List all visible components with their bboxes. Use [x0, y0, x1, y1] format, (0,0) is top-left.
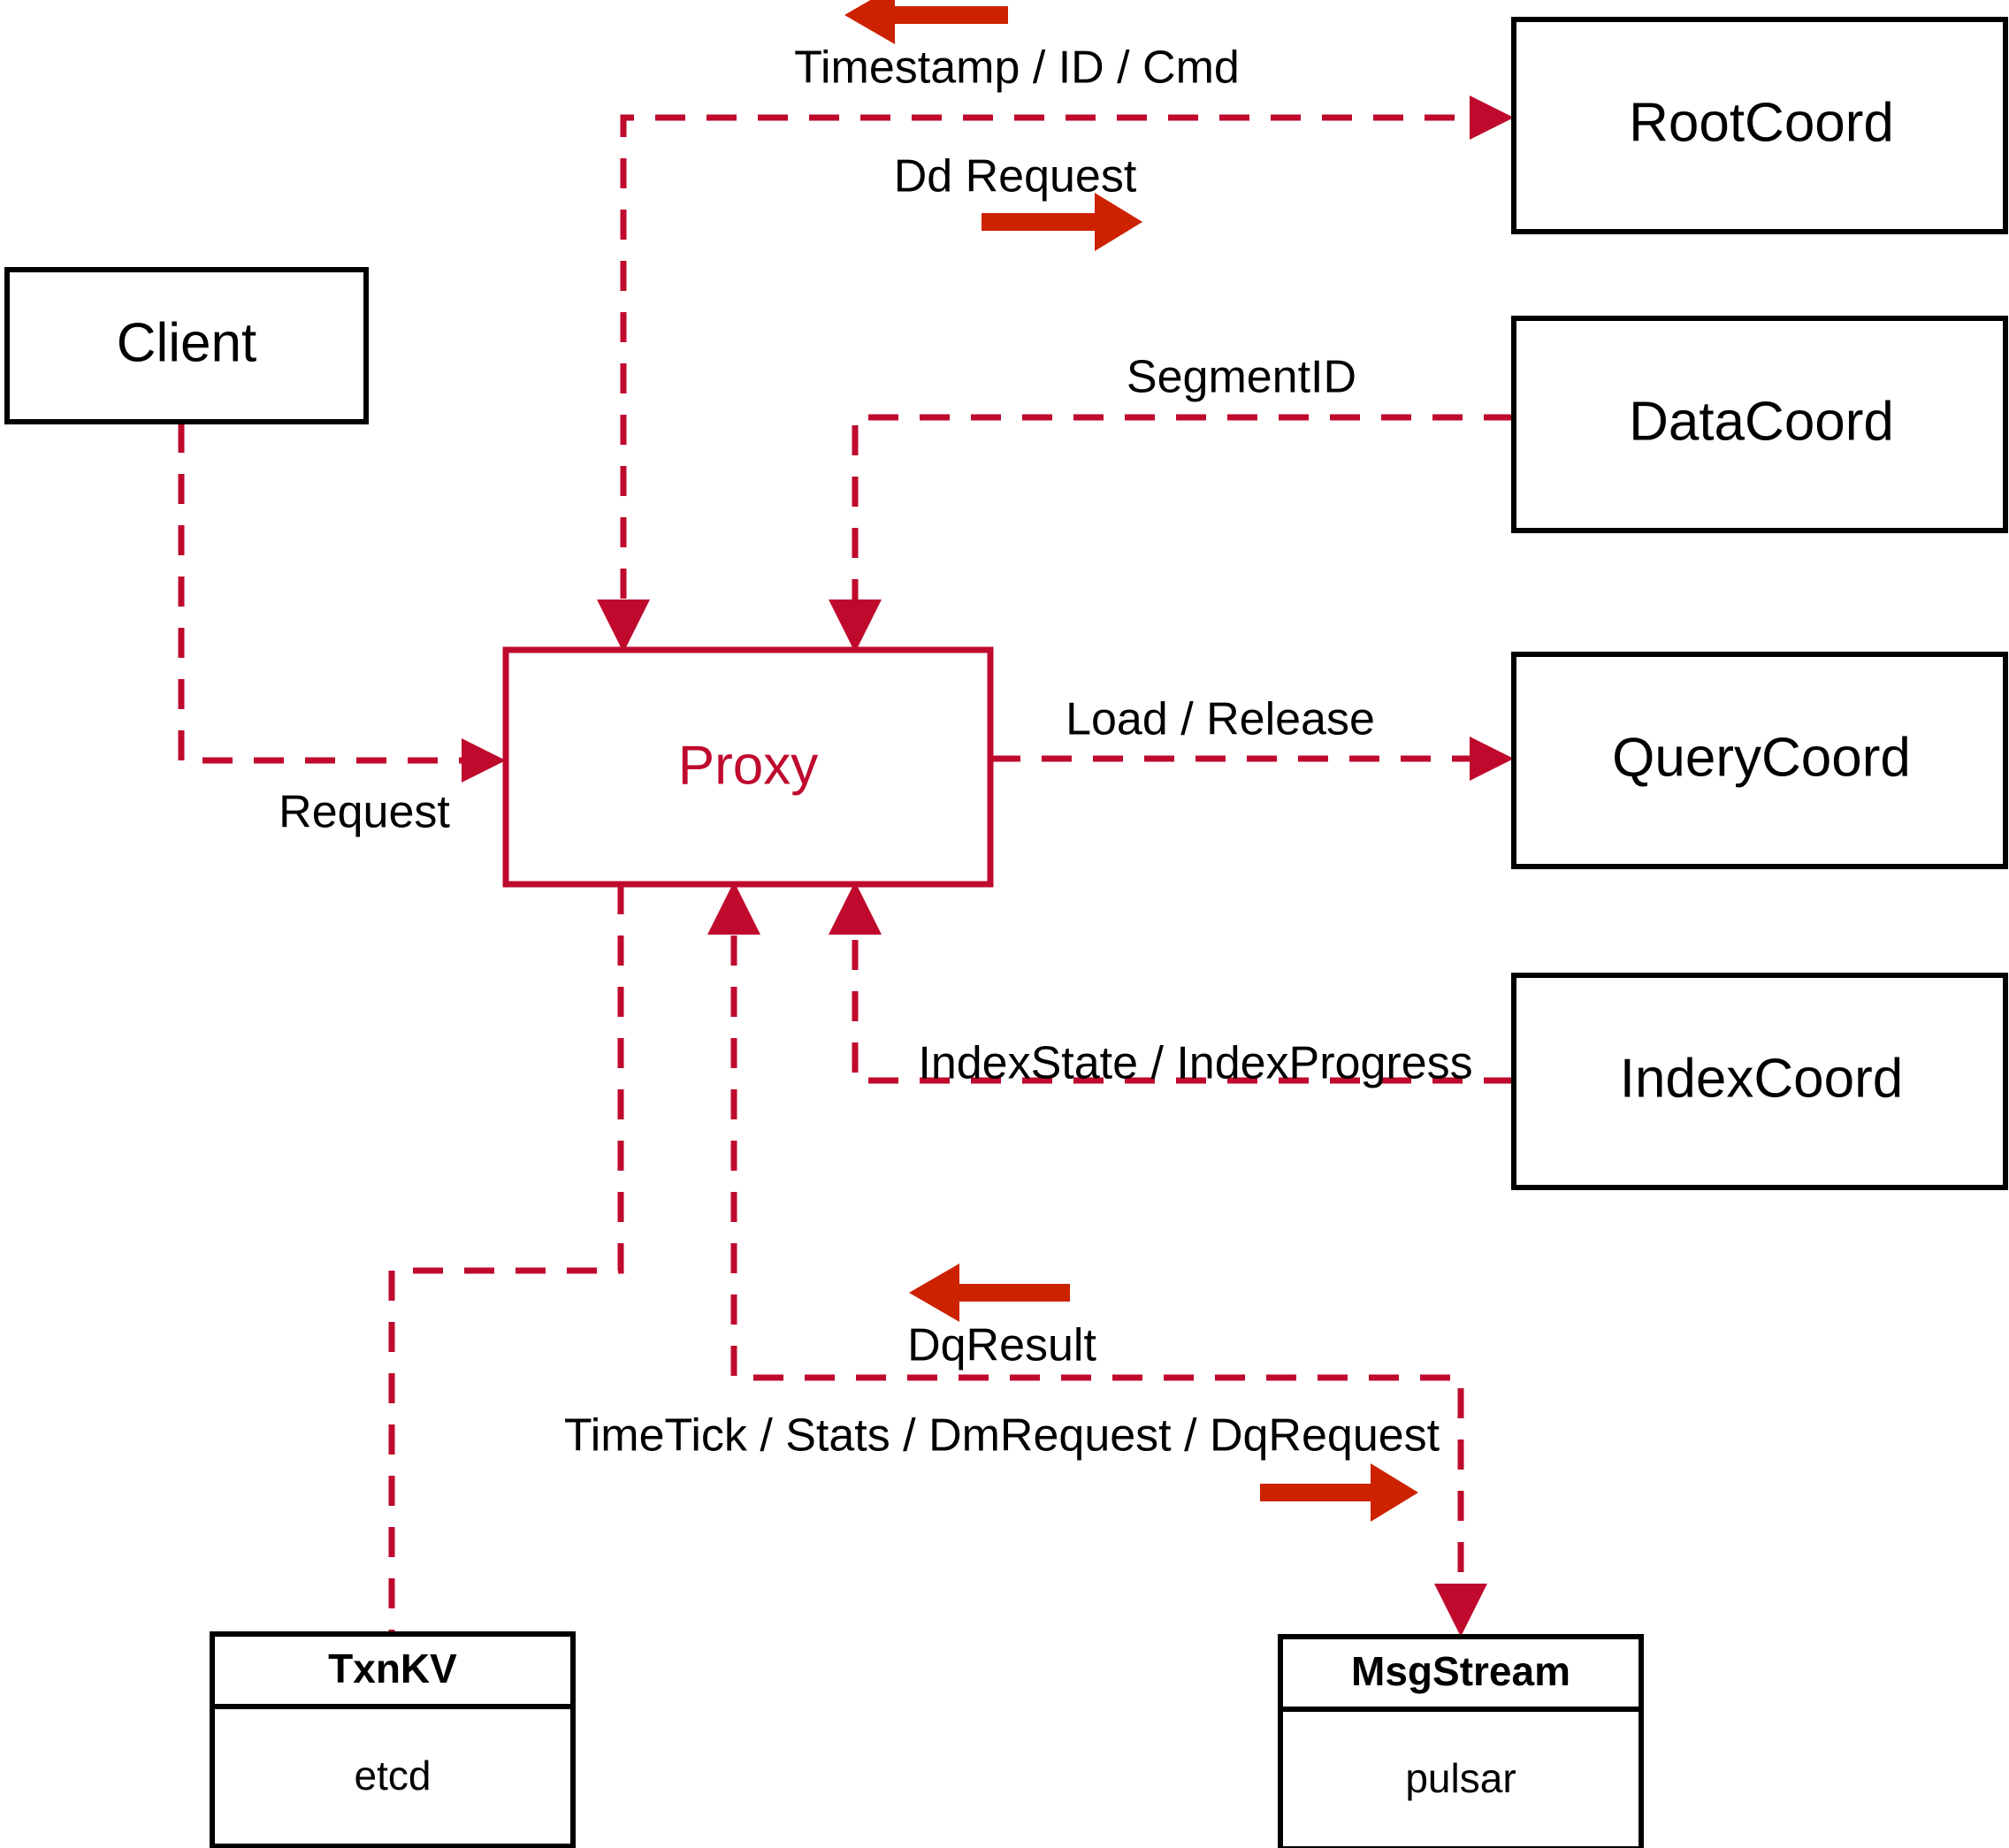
node-data-coord[interactable]: DataCoord — [1511, 316, 2008, 533]
node-root-coord-label: RootCoord — [1629, 92, 1894, 153]
edge-msgstream-arrowhead — [1434, 1584, 1487, 1637]
node-msgstream-rect[interactable] — [1278, 1634, 1644, 1848]
node-proxy-label: Proxy — [678, 735, 818, 796]
direction-arrow-dd-request-head — [1095, 193, 1142, 251]
node-query-coord-rect[interactable] — [1511, 652, 2008, 869]
edge-msgstream-line — [730, 884, 1464, 1607]
edge-label-dqresult: DqResult — [907, 1320, 1096, 1371]
direction-arrow-dd-request — [982, 193, 1142, 251]
node-index-coord-rect[interactable] — [1511, 973, 2008, 1190]
node-data-coord-label: DataCoord — [1629, 391, 1894, 452]
node-client[interactable]: Client — [4, 267, 369, 424]
edge-data-coord-arrowhead — [829, 599, 882, 653]
edge-root-coord-proxy-arrowhead — [597, 599, 650, 653]
direction-arrow-timestamp-head — [844, 0, 895, 44]
edge-label-timetick-stats: TimeTick / Stats / DmRequest / DqRequest — [564, 1410, 1440, 1462]
node-msgstream[interactable]: MsgStream pulsar — [1278, 1634, 1644, 1848]
direction-arrow-dqresult-head — [909, 1264, 959, 1322]
edge-root-coord-arrowhead — [1470, 95, 1514, 140]
edge-label-request: Request — [279, 787, 450, 838]
edge-query-coord-arrowhead — [1470, 737, 1514, 781]
node-root-coord-rect[interactable] — [1511, 17, 2008, 234]
node-msgstream-impl: pulsar — [1405, 1755, 1516, 1801]
edge-client-request-line — [178, 423, 479, 764]
edge-label-dd-request: Dd Request — [894, 151, 1137, 202]
edge-data-coord-line — [852, 414, 1514, 650]
node-root-coord[interactable]: RootCoord — [1511, 17, 2008, 234]
direction-arrow-timetick-head — [1371, 1463, 1418, 1522]
node-txnkv[interactable]: TxnKV etcd — [210, 1631, 576, 1848]
edge-label-timestamp-id-cmd: Timestamp / ID / Cmd — [794, 42, 1240, 94]
edge-data-coord — [829, 414, 1514, 653]
node-txnkv-rect[interactable] — [210, 1631, 576, 1848]
edge-txnkv — [388, 884, 624, 1634]
node-proxy[interactable]: Proxy — [502, 646, 994, 888]
edge-msgstream — [707, 882, 1487, 1637]
node-client-label: Client — [117, 312, 257, 373]
direction-arrow-timestamp — [844, 0, 1008, 44]
edge-label-load-release: Load / Release — [1066, 694, 1375, 745]
node-txnkv-title: TxnKV — [328, 1646, 457, 1691]
node-data-coord-rect[interactable] — [1511, 316, 2008, 533]
node-proxy-rect[interactable] — [502, 646, 994, 888]
edge-client-request-arrowhead — [462, 738, 506, 783]
edge-query-coord — [990, 737, 1514, 781]
edge-index-coord-line — [852, 884, 1514, 1084]
node-query-coord-label: QueryCoord — [1612, 727, 1911, 788]
edge-root-coord-line — [620, 114, 1487, 650]
edge-index-coord-arrowhead — [829, 882, 882, 935]
node-txnkv-impl: etcd — [355, 1753, 432, 1798]
edge-label-segment-id: SegmentID — [1127, 352, 1356, 403]
edge-index-coord — [829, 882, 1514, 1084]
direction-arrow-timetick — [1260, 1463, 1418, 1522]
edge-client-request — [178, 423, 506, 783]
node-index-coord-label: IndexCoord — [1620, 1048, 1904, 1109]
edge-root-coord — [597, 95, 1514, 653]
edge-txnkv-line — [388, 884, 624, 1634]
node-msgstream-title: MsgStream — [1351, 1648, 1570, 1694]
node-query-coord[interactable]: QueryCoord — [1511, 652, 2008, 869]
direction-arrow-dqresult — [909, 1264, 1070, 1322]
edge-msgstream-proxy-arrowhead — [707, 882, 760, 935]
node-index-coord[interactable]: IndexCoord — [1511, 973, 2008, 1190]
node-client-rect[interactable] — [4, 267, 369, 424]
edge-label-index-state-progress: IndexState / IndexProgress — [918, 1038, 1472, 1089]
